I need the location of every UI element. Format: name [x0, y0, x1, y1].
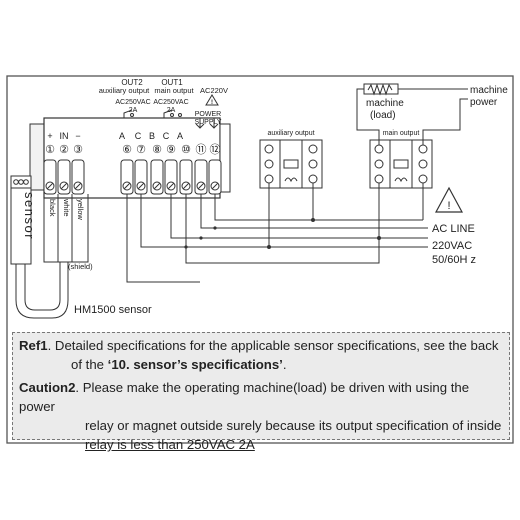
out2-subtitle: auxiliary output — [99, 86, 150, 95]
terminal-number: ③ — [73, 144, 83, 156]
auxiliary-relay-label: auxiliary output — [267, 130, 314, 137]
machine-load-icon — [363, 83, 399, 96]
caution-note-text: . Please make the operating machine(load… — [19, 380, 470, 414]
contact-switch-icons — [123, 109, 219, 129]
terminal-number: ⑨ — [166, 144, 176, 156]
ac220v-label: AC220V — [200, 86, 228, 95]
terminal-number: ⑧ — [152, 144, 162, 156]
sensor-probe — [10, 175, 32, 265]
sensor-model-label: HM1500 sensor — [74, 304, 152, 316]
shield-label: (shield) — [68, 262, 93, 271]
contact-letter-a2: A — [177, 131, 183, 141]
power-supply-label: POWER — [195, 111, 221, 118]
contact-letter-a: A — [119, 131, 125, 141]
terminal-number: ⑪ — [196, 143, 207, 156]
wire-color-black: black — [48, 199, 57, 217]
sensor-spec-reference: ‘10. sensor’s specifications’ — [107, 357, 283, 372]
wire-junction-dots — [184, 218, 381, 249]
ref-note-end: . — [282, 357, 287, 372]
caution-note: Caution2. Please make the operating mach… — [19, 378, 503, 454]
warning-icon: ! — [205, 94, 219, 106]
caution-note-line-2: relay or magnet outside surely because i… — [85, 418, 502, 433]
main-relay — [369, 139, 433, 189]
wire-color-white: white — [62, 198, 71, 217]
power-supply-label-2: SUPPLY — [194, 119, 221, 126]
machine-label: machine — [366, 98, 404, 109]
out2-rating-amps: 2A — [129, 107, 138, 114]
contact-letter-b: B — [149, 131, 155, 141]
contact-letter-c: C — [135, 131, 142, 141]
ac-line-label: AC LINE — [432, 223, 475, 235]
in-label: IN — [60, 131, 69, 141]
in-plus-label: + — [47, 131, 52, 141]
sensor-cable — [15, 194, 89, 319]
terminal-number: ① — [45, 144, 55, 156]
out1-subtitle: main output — [154, 86, 194, 95]
svg-text:!: ! — [211, 100, 213, 106]
svg-text:!: ! — [447, 200, 450, 212]
out1-title: OUT1 — [161, 78, 183, 87]
in-minus-label: − — [75, 131, 80, 141]
wire-color-yellow: yellow — [76, 199, 85, 220]
terminal-number: ⑥ — [122, 144, 132, 156]
wiring — [126, 88, 468, 283]
caution-note-line-3: relay is less than 250VAC 2A — [85, 437, 255, 452]
ref-note-text-2: of the — [71, 357, 108, 372]
out2-title: OUT2 — [121, 78, 143, 87]
terminal-number: ⑫ — [210, 143, 221, 156]
ref-note-line-2: of the ‘10. sensor’s specifications’. — [19, 355, 503, 374]
ac-voltage-label: 220VAC — [432, 240, 472, 252]
out2-rating: AC250VAC — [115, 99, 150, 106]
ref-note-label: Ref1 — [19, 338, 48, 353]
terminal-number: ⑦ — [136, 144, 146, 156]
ref-note-text: . Detailed specifications for the applic… — [47, 338, 499, 353]
outer-frame — [6, 75, 514, 444]
sensor-label: sensor — [22, 192, 37, 240]
controller-screw-terminals — [43, 159, 222, 195]
machine-power-label: machine — [470, 85, 508, 96]
ref-note: Ref1. Detailed specifications for the ap… — [19, 336, 503, 374]
terminal-number: ⑩ — [181, 144, 191, 156]
auxiliary-relay — [259, 139, 323, 189]
contact-letter-c2: C — [163, 131, 170, 141]
out1-rating: AC250VAC — [153, 99, 188, 106]
warning-icon: ! — [434, 186, 464, 213]
machine-power-label-2: power — [470, 97, 498, 108]
notes-box: Ref1. Detailed specifications for the ap… — [12, 332, 510, 452]
caution-note-label: Caution2 — [19, 380, 76, 395]
main-relay-label: main output — [383, 130, 420, 137]
load-label: (load) — [370, 110, 396, 121]
ac-frequency-label: 50/60H z — [432, 254, 476, 266]
terminal-number: ② — [59, 144, 69, 156]
